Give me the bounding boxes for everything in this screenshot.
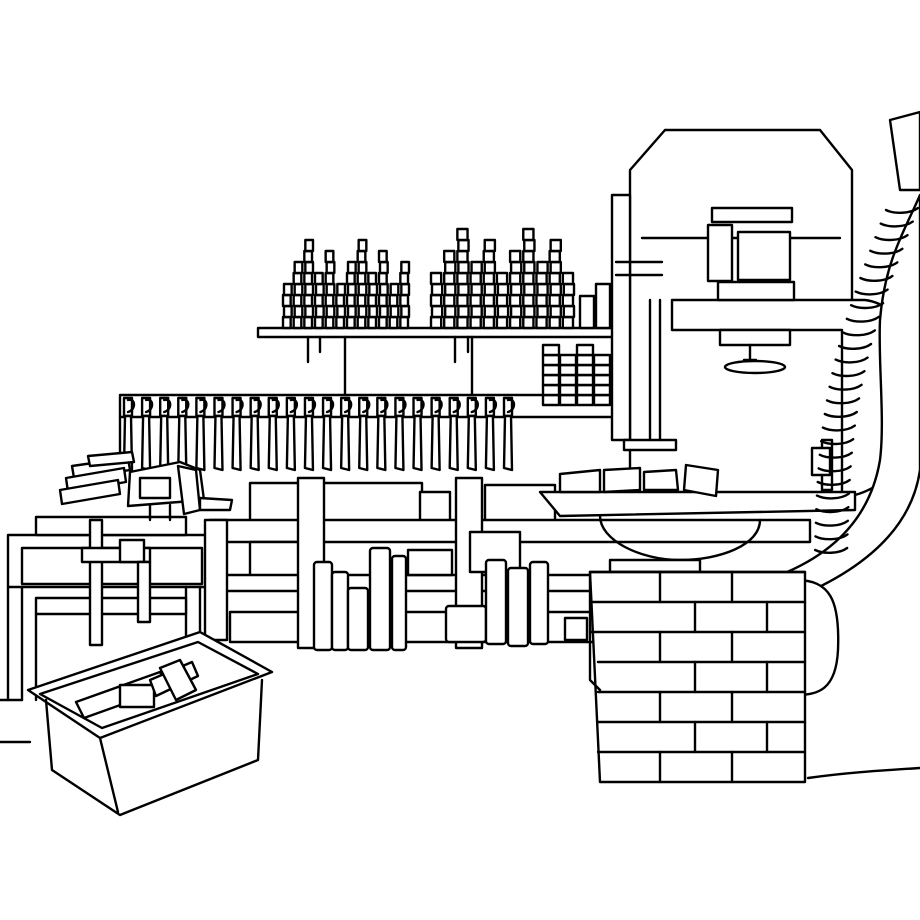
block-stack [457, 229, 468, 328]
lumber-piece [508, 568, 528, 646]
block-stack [543, 345, 559, 405]
floor-lines [0, 700, 920, 778]
hanging-clamp [486, 398, 496, 470]
block-stack [315, 273, 324, 328]
wall-shelf [258, 229, 618, 395]
block-stack [523, 229, 534, 328]
plastic-tub [28, 632, 272, 815]
lumber-piece [392, 556, 406, 650]
dust-hose [780, 112, 920, 600]
brick-block [590, 572, 805, 782]
shelf-box [580, 296, 594, 328]
block-stack [400, 262, 409, 328]
hanging-clamp [160, 398, 170, 470]
lumber-piece [314, 562, 332, 650]
lumber-piece [370, 548, 390, 650]
block-stack [304, 240, 313, 328]
block-stack [536, 262, 547, 328]
hanging-clamp [142, 398, 152, 470]
brick-stack [590, 572, 838, 782]
lumber-on-bench [60, 452, 134, 504]
hanging-clamp [359, 398, 369, 470]
block-stack [497, 273, 508, 328]
brick-edge [590, 572, 600, 690]
block-stack [484, 240, 495, 328]
band-saw [612, 130, 916, 500]
hanging-clamp [214, 398, 224, 470]
block-stack [390, 284, 399, 328]
block-stack [283, 284, 292, 328]
block-stack [431, 273, 442, 328]
lumber-piece [530, 562, 548, 644]
block-stack [294, 262, 303, 328]
shelf-box [596, 284, 610, 328]
hanging-clamp [196, 398, 206, 470]
bar-clamp [82, 520, 150, 645]
hanging-clamp [233, 398, 243, 470]
block-stack [336, 284, 345, 328]
block-stack [326, 251, 335, 328]
small-block-stacks [543, 345, 610, 405]
left-bench [8, 517, 227, 700]
clamp-rack [124, 398, 514, 470]
block-stack [347, 262, 356, 328]
block-stack [379, 251, 388, 328]
hanging-clamp [432, 398, 442, 470]
lumber-piece [332, 572, 348, 650]
hanging-clamp [287, 398, 297, 470]
lumber-pieces [314, 548, 587, 650]
hanging-clamp [323, 398, 333, 470]
hanging-clamp [178, 398, 188, 470]
hanging-clamp [305, 398, 315, 470]
hanging-clamp [450, 398, 460, 470]
block-stack [368, 273, 377, 328]
hanging-clamp [504, 398, 514, 470]
block-stack [444, 251, 455, 328]
hanging-clamp [414, 398, 424, 470]
saw-table [540, 465, 855, 572]
block-stack [577, 345, 593, 405]
hanging-clamp [269, 398, 279, 470]
hanging-clamp [395, 398, 405, 470]
hanging-clamp [468, 398, 478, 470]
lumber-piece [486, 560, 506, 644]
hanging-clamp [377, 398, 387, 470]
block-stack [563, 273, 574, 328]
block-stack [560, 355, 576, 405]
bench-vise [128, 462, 232, 520]
lumber-piece [348, 588, 368, 650]
hanging-clamp [341, 398, 351, 470]
block-stack [471, 262, 482, 328]
saw-base-guard [796, 580, 838, 695]
block-stack [510, 251, 521, 328]
lumber-piece [446, 606, 486, 642]
block-stack [550, 240, 561, 328]
block-stack [358, 240, 367, 328]
lumber-piece [565, 618, 587, 640]
shelf-block-stacks [283, 229, 610, 328]
block-stack [594, 355, 610, 405]
hanging-clamp [251, 398, 261, 470]
